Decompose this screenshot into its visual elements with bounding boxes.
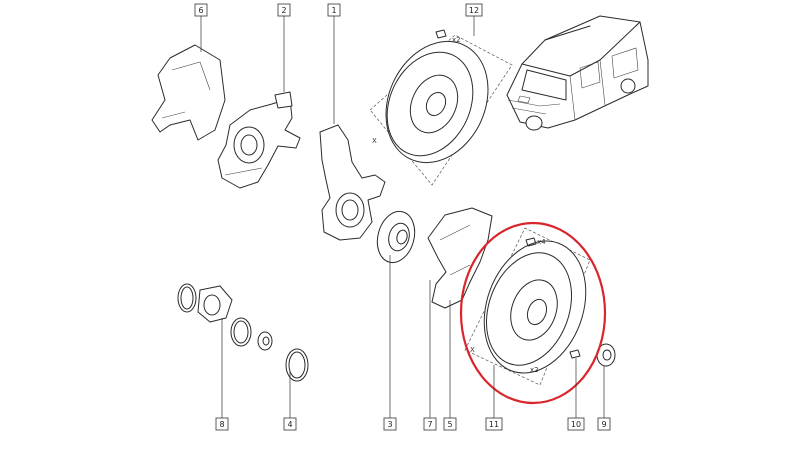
circlip xyxy=(285,348,309,382)
upper-screw-qty: x2 xyxy=(452,36,461,44)
callout-6[interactable]: 6 xyxy=(194,3,208,17)
highlight-ring xyxy=(459,221,607,405)
callout-11[interactable]: 11 xyxy=(485,417,503,431)
bearing-parts xyxy=(177,283,273,351)
callout-9[interactable]: 9 xyxy=(597,417,611,431)
callout-5[interactable]: 5 xyxy=(443,417,457,431)
svg-text:1: 1 xyxy=(331,6,336,15)
upper-disc-screw: x2 xyxy=(435,29,461,44)
callout-8[interactable]: 8 xyxy=(215,417,229,431)
main-brake-disc-group: x4 x2 X xyxy=(464,227,591,386)
lower-disc-screw: x4 xyxy=(525,237,546,247)
callout-10[interactable]: 10 xyxy=(567,417,585,431)
svg-text:9: 9 xyxy=(601,420,606,429)
svg-text:10: 10 xyxy=(571,420,581,429)
svg-text:8: 8 xyxy=(219,420,224,429)
svg-text:3: 3 xyxy=(387,420,392,429)
main-brake-disc xyxy=(483,240,587,374)
svg-text:6: 6 xyxy=(198,6,203,15)
steering-knuckle-upper xyxy=(217,91,301,189)
callout-4[interactable]: 4 xyxy=(283,417,297,431)
svg-text:12: 12 xyxy=(469,6,479,15)
svg-text:11: 11 xyxy=(489,420,499,429)
brake-splash-shield xyxy=(151,44,226,141)
svg-text:4: 4 xyxy=(287,420,292,429)
callout-1[interactable]: 1 xyxy=(327,3,341,17)
van-illustration xyxy=(506,15,649,131)
svg-text:5: 5 xyxy=(447,420,452,429)
svg-text:7: 7 xyxy=(427,420,432,429)
upper-brake-disc xyxy=(385,40,489,164)
callout-2[interactable]: 2 xyxy=(277,3,291,17)
callout-7[interactable]: 7 xyxy=(423,417,437,431)
disc-bolts-qty: x2 xyxy=(530,366,539,374)
callout-3[interactable]: 3 xyxy=(383,417,397,431)
hub-carrier xyxy=(319,124,386,241)
lower-x-mark: X xyxy=(470,346,475,354)
lower-screw-qty: x4 xyxy=(537,238,546,246)
upper-x-mark: X xyxy=(372,137,377,145)
leader-lines xyxy=(200,16,605,418)
disc-bolt-part-10 xyxy=(569,349,581,359)
callout-12[interactable]: 12 xyxy=(465,3,483,17)
backing-plate xyxy=(427,207,493,309)
svg-text:2: 2 xyxy=(281,6,286,15)
wheel-hub xyxy=(376,210,416,264)
upper-brake-disc-group: x2 X xyxy=(369,29,513,186)
